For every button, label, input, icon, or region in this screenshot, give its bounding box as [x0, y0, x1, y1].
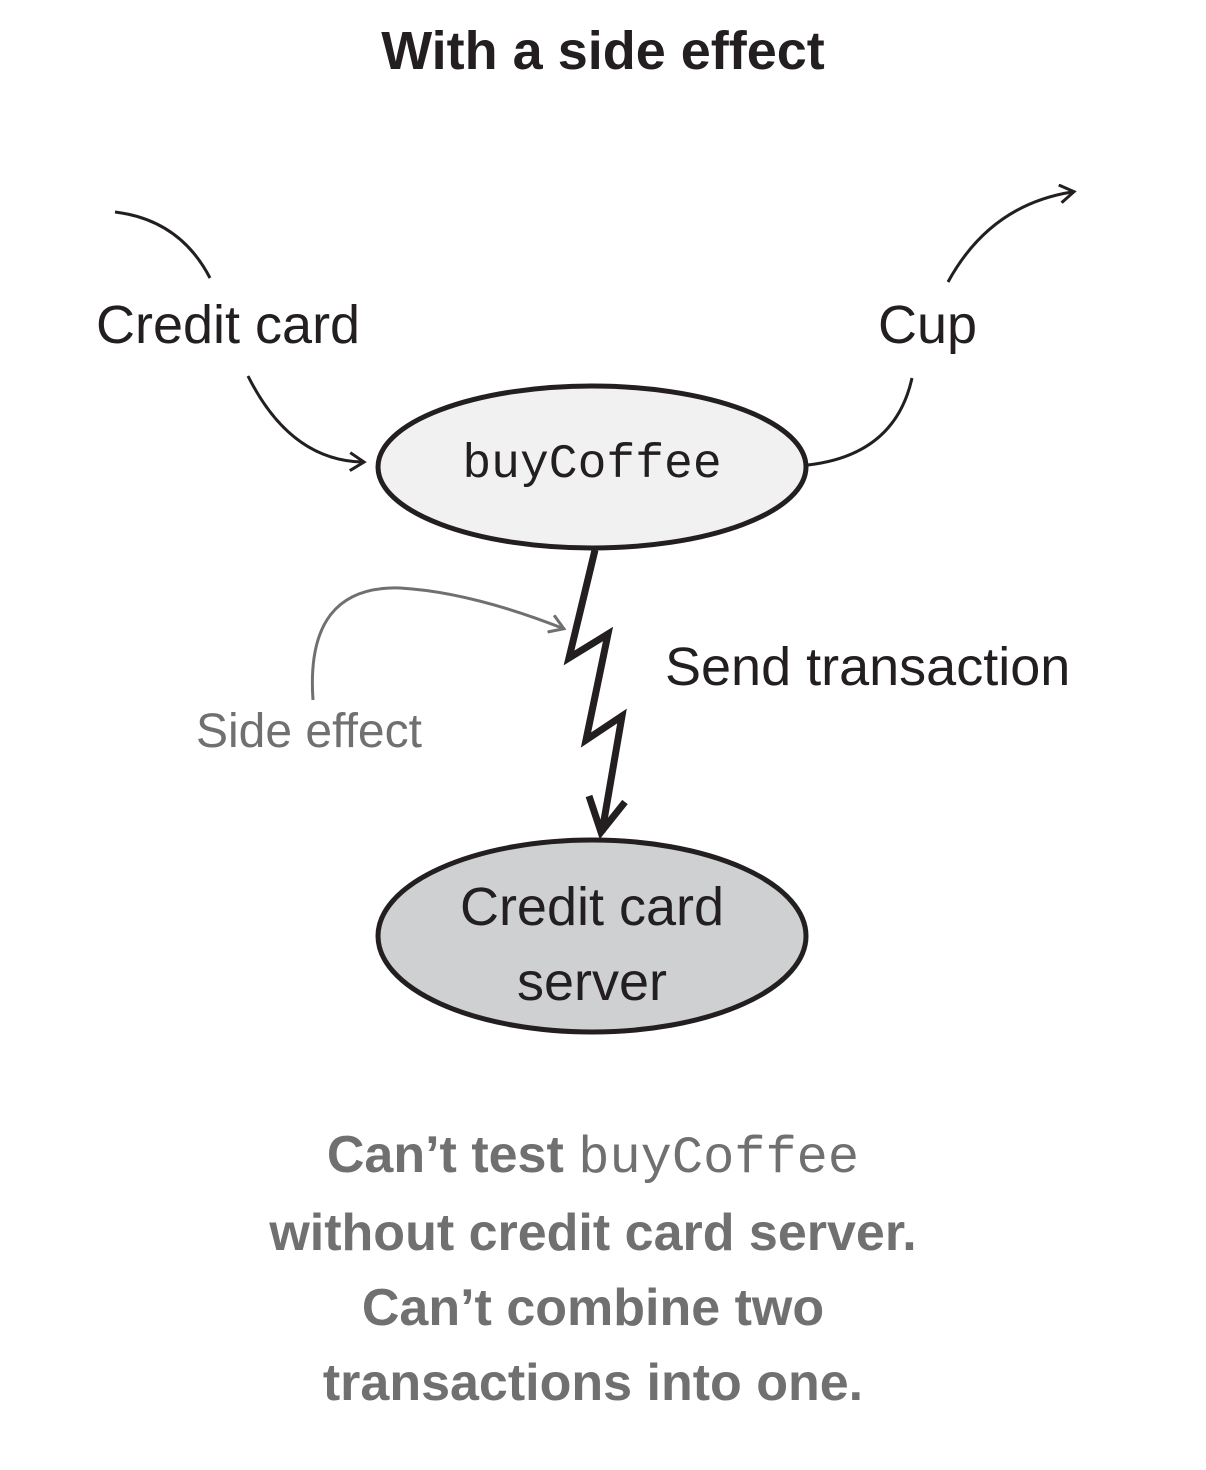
diagram-title: With a side effect: [381, 21, 825, 81]
side-effect-label: Side effect: [196, 705, 422, 758]
lightning-arrowhead: [585, 794, 628, 840]
caption-code: buyCoffee: [578, 1129, 860, 1188]
caption-line1-text: Can’t test: [326, 1126, 579, 1184]
function-node: [375, 383, 809, 551]
caption-line4: transactions into one.: [322, 1354, 864, 1412]
lightning-arrow: [563, 549, 627, 833]
server-label-line2: server: [516, 952, 668, 1012]
caption: Can’t test buyCoffee without credit card…: [0, 1118, 1186, 1421]
output-arrow: [946, 192, 1072, 283]
side-effect-arrow: [310, 586, 562, 701]
output-label: Cup: [878, 295, 978, 355]
caption-line1: Can’t test buyCoffee: [0, 1118, 1186, 1196]
input-label: Credit card: [96, 295, 361, 355]
action-label: Send transaction: [665, 637, 1071, 697]
server-node: [375, 837, 809, 1035]
input-arrow: [246, 375, 362, 462]
output-arrow-tail: [807, 377, 914, 467]
server-label-line1: Credit card: [459, 877, 725, 937]
function-label: buyCoffee: [462, 438, 722, 492]
caption-line2: without credit card server.: [269, 1204, 917, 1262]
input-arrow-tail: [114, 210, 212, 279]
caption-line3: Can’t combine two: [361, 1279, 825, 1337]
